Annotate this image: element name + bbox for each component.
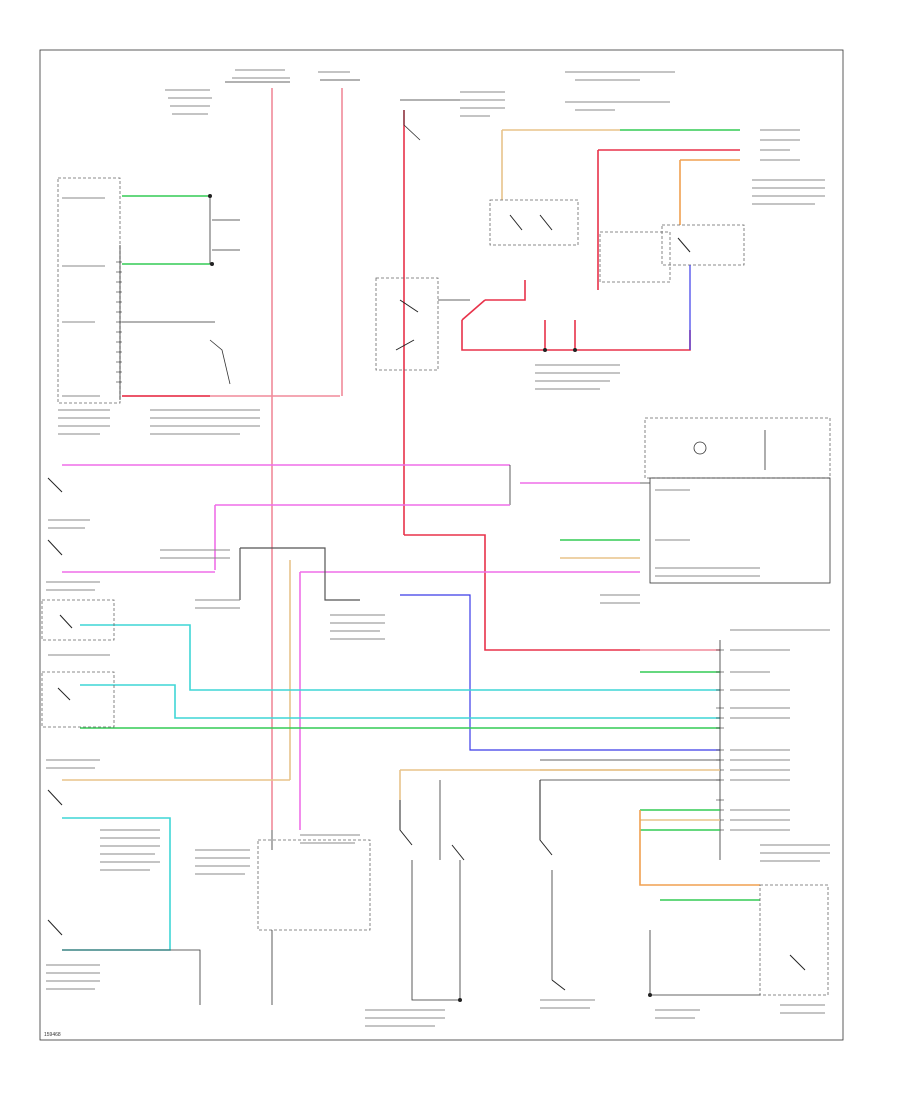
wire-gray-bus	[240, 547, 360, 601]
left-switches	[41, 477, 215, 970]
switch-bottom-right	[648, 884, 829, 997]
label-marks	[46, 69, 830, 1027]
wire-blue-long	[400, 594, 720, 751]
module-top-left	[57, 177, 340, 404]
module-mid-right	[620, 417, 831, 584]
wire-cyan-a	[80, 624, 720, 691]
switch-block-center	[375, 277, 470, 371]
top-connectors	[225, 79, 470, 141]
footer-code: 159468	[44, 1032, 61, 1038]
wire-red-run	[404, 534, 640, 651]
diagram-border	[39, 49, 844, 1041]
buckle-switch-area	[461, 129, 745, 352]
module-bottom-center	[199, 780, 566, 1005]
instrument-cluster-module	[540, 640, 760, 901]
wire-cyan-b	[80, 684, 720, 719]
